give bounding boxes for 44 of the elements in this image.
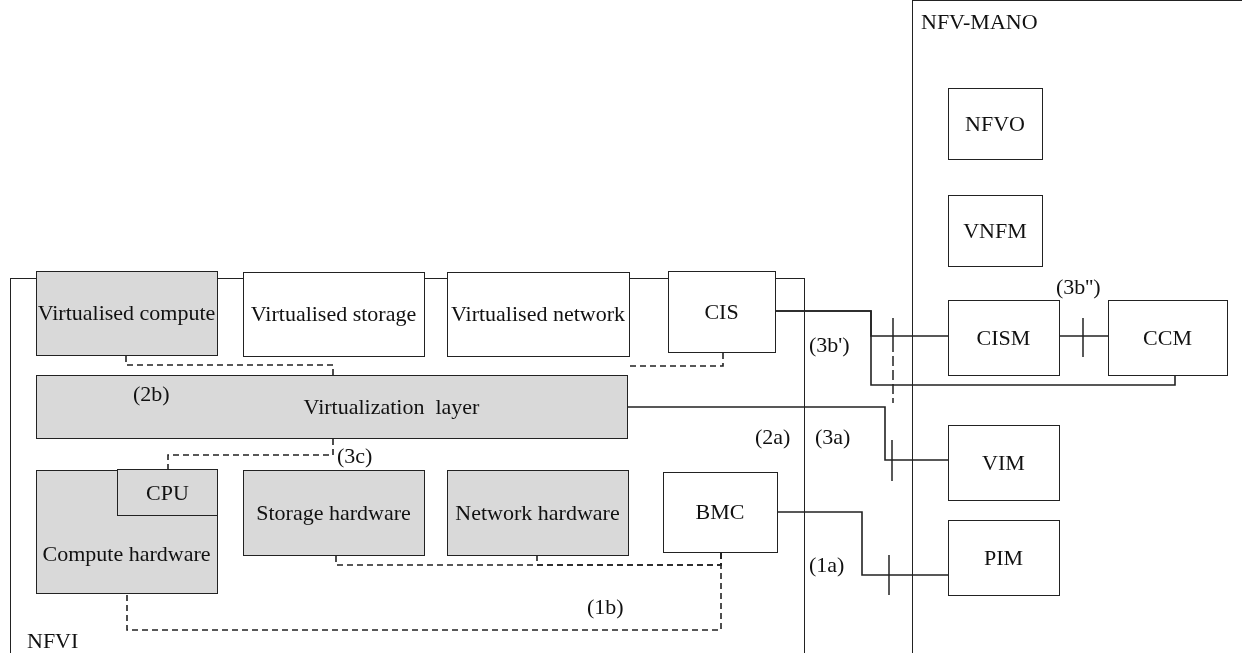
function-box xyxy=(242,271,425,357)
reference-point-label: (2b) xyxy=(132,382,171,406)
hardware-box xyxy=(242,469,425,556)
nfv-mano-container xyxy=(912,0,1242,653)
box-label: PIM xyxy=(983,543,1024,572)
box-label: Virtualization layer xyxy=(302,392,480,421)
box-label: CISM xyxy=(976,323,1031,352)
connector xyxy=(775,310,1176,386)
hardware-box xyxy=(446,469,629,556)
function-box xyxy=(1107,299,1228,376)
box-label: NFVO xyxy=(965,109,1025,138)
box-label: Virtualised compute xyxy=(37,299,216,328)
box-label: CIS xyxy=(704,297,739,326)
connector xyxy=(777,511,949,576)
box-label: Storage hardware xyxy=(256,498,411,527)
function-box xyxy=(446,271,630,357)
function-box xyxy=(667,270,776,353)
dashed-connector xyxy=(167,438,334,471)
function-box xyxy=(662,471,778,553)
function-box xyxy=(947,519,1060,596)
connector xyxy=(1059,335,1109,337)
box-label: Network hardware xyxy=(455,498,620,527)
box-label: CCM xyxy=(1143,323,1192,352)
box-label: CPU xyxy=(146,478,189,507)
box-label: Virtualised storage xyxy=(250,300,417,329)
dashed-connector xyxy=(126,552,722,631)
dashed-connector xyxy=(627,352,724,367)
box-label: Compute hardware xyxy=(42,539,211,568)
container-title: NFVI xyxy=(27,627,79,653)
layer-band xyxy=(35,374,628,439)
function-box xyxy=(947,424,1060,501)
function-box xyxy=(947,194,1043,267)
box-label: Virtualised network xyxy=(451,300,625,329)
connector xyxy=(627,406,949,461)
container-title: NFV-MANO xyxy=(921,8,1038,36)
dashed-connector xyxy=(125,355,334,376)
hardware-box xyxy=(117,469,218,516)
box-label: VIM xyxy=(982,448,1025,477)
function-box xyxy=(947,87,1043,160)
hardware-box xyxy=(35,469,218,594)
box-label: BMC xyxy=(695,498,745,527)
function-box xyxy=(947,299,1060,376)
hardware-box xyxy=(35,270,218,356)
box-label: VNFM xyxy=(963,216,1027,245)
